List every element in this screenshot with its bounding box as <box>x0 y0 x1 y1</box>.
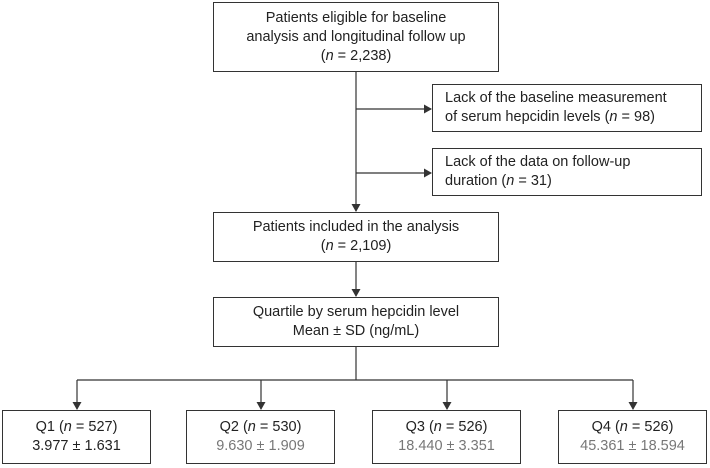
excl1-n-value: = 98) <box>617 109 655 125</box>
excl2-n-label: n <box>506 173 515 189</box>
q2-value: 9.630 ± 1.909 <box>216 438 305 454</box>
excl1-line2-text: of serum hepcidin levels ( <box>445 109 610 125</box>
exclusion-box-baseline: Lack of the baseline measurement of seru… <box>432 84 702 132</box>
excl1-line1: Lack of the baseline measurement <box>445 90 667 106</box>
q4-box: Q4 (n = 526) 45.361 ± 18.594 <box>558 410 707 464</box>
eligible-patients-box: Patients eligible for baseline analysis … <box>213 2 499 72</box>
q3-n-value: = 526) <box>441 419 488 435</box>
q4-label: Q4 ( <box>591 419 620 435</box>
excl2-n-value: = 31) <box>514 173 552 189</box>
eligible-line2: analysis and longitudinal follow up <box>246 28 466 45</box>
q1-box: Q1 (n = 527) 3.977 ± 1.631 <box>2 410 151 464</box>
q1-n-value: = 527) <box>71 419 118 435</box>
included-line1: Patients included in the analysis <box>252 219 460 235</box>
q3-value: 18.440 ± 3.351 <box>398 438 495 454</box>
eligible-line1: Patients eligible for baseline <box>265 9 447 26</box>
exclusion-box-followup: Lack of the data on follow-up duration (… <box>432 148 702 196</box>
excl2-line1: Lack of the data on follow-up <box>445 154 631 170</box>
q2-box: Q2 (n = 530) 9.630 ± 1.909 <box>186 410 335 464</box>
q1-value: 3.977 ± 1.631 <box>32 438 121 454</box>
quartile-box: Quartile by serum hepcidin level Mean ± … <box>213 297 499 347</box>
q2-n-value: = 530) <box>255 419 302 435</box>
q4-n-label: n <box>619 419 628 435</box>
excl2-line2-text: duration ( <box>445 173 507 189</box>
q2-header: Q2 (n = 530) <box>220 418 302 437</box>
q1-label: Q1 ( <box>35 419 64 435</box>
included-n-value: = 2,109) <box>333 238 392 254</box>
q3-n-label: n <box>433 419 442 435</box>
q4-value: 45.361 ± 18.594 <box>580 438 685 454</box>
excl1-line2: of serum hepcidin levels (n = 98) <box>445 108 701 127</box>
q3-header: Q3 (n = 526) <box>406 418 488 437</box>
eligible-n: (n = 2,238) <box>320 47 392 64</box>
included-n-label: n <box>325 238 334 254</box>
q3-box: Q3 (n = 526) 18.440 ± 3.351 <box>372 410 521 464</box>
included-patients-box: Patients included in the analysis (n = 2… <box>213 212 499 262</box>
eligible-n-label: n <box>325 47 334 64</box>
q4-n-value: = 526) <box>627 419 674 435</box>
q4-header: Q4 (n = 526) <box>592 418 674 437</box>
quartile-line2: Mean ± SD (ng/mL) <box>292 323 420 339</box>
q1-n-label: n <box>63 419 72 435</box>
excl2-line2: duration (n = 31) <box>445 172 701 191</box>
quartile-line1: Quartile by serum hepcidin level <box>252 304 460 320</box>
included-n: (n = 2,109) <box>320 238 392 254</box>
q2-n-label: n <box>247 419 256 435</box>
q3-label: Q3 ( <box>405 419 434 435</box>
excl1-n-label: n <box>609 109 618 125</box>
eligible-n-value: = 2,238) <box>333 47 392 64</box>
q2-label: Q2 ( <box>219 419 248 435</box>
q1-header: Q1 (n = 527) <box>36 418 118 437</box>
